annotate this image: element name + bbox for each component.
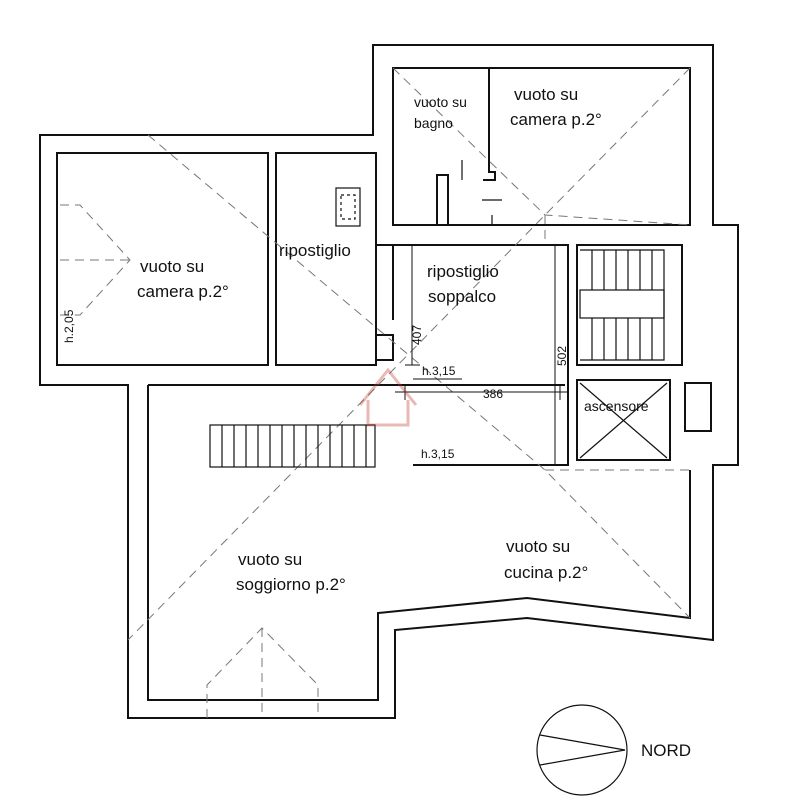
dim-label-386: 386: [483, 387, 503, 401]
room-label-bagno-2: bagno: [414, 115, 453, 131]
room-label-soggiorno-1: vuoto su: [238, 550, 302, 569]
interior-walls: [56, 68, 712, 466]
room-label-ascensore: ascensore: [584, 398, 649, 414]
outer-walls: [39, 44, 739, 719]
room-label-camera-left-2: camera p.2°: [137, 282, 229, 301]
room-label-ripostiglio: ripostiglio: [279, 241, 351, 260]
room-label-camera-left-1: vuoto su: [140, 257, 204, 276]
dim-label-502: 502: [555, 346, 569, 366]
compass-label: NORD: [641, 741, 691, 760]
compass-icon: [536, 704, 628, 796]
watermark-logo: [358, 367, 418, 427]
room-label-cucina-1: vuoto su: [506, 537, 570, 556]
room-label-cucina-2: cucina p.2°: [504, 563, 588, 582]
room-label-camera-top-1: vuoto su: [514, 85, 578, 104]
dimension-lines: [395, 244, 568, 466]
void-lines: [60, 67, 691, 718]
dim-label-h205: h.2,05: [62, 309, 76, 343]
room-label-soppalco-1: ripostiglio: [427, 262, 499, 281]
room-label-bagno-1: vuoto su: [414, 94, 467, 110]
room-label-soggiorno-2: soggiorno p.2°: [236, 575, 346, 594]
dim-label-407: 407: [410, 325, 424, 345]
room-label-soppalco-2: soppalco: [428, 287, 496, 306]
stairs-lower: [209, 424, 376, 468]
elevator-shaft: [579, 382, 668, 459]
stairs-right: [579, 249, 665, 361]
room-label-camera-top-2: camera p.2°: [510, 110, 602, 129]
dim-label-h315-lower: h.3,15: [421, 447, 455, 461]
dim-label-h315-mid: h.3,15: [422, 364, 456, 378]
